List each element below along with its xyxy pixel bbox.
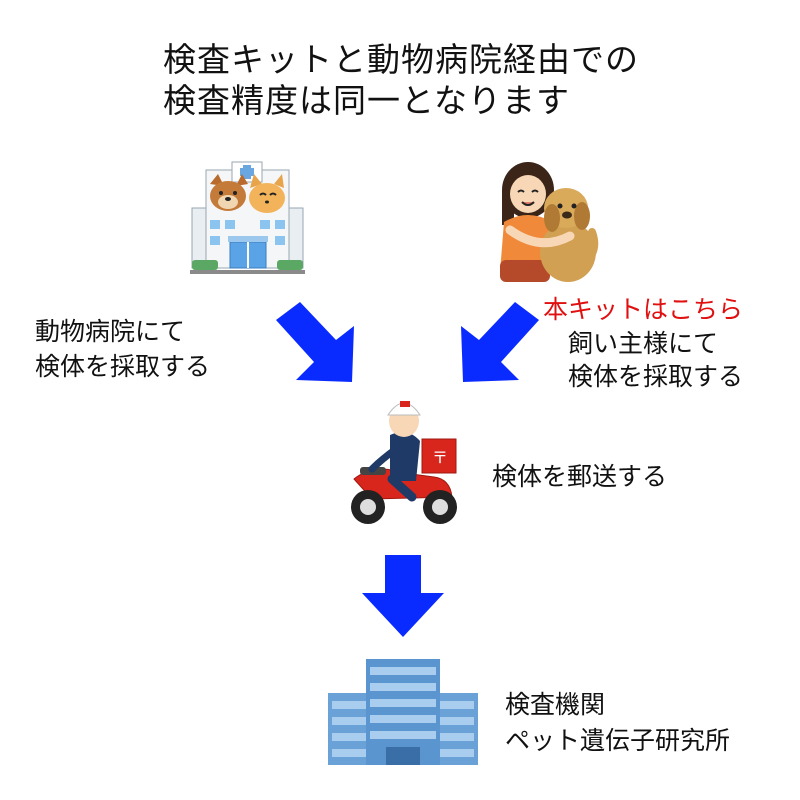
mail-step-label: 検体を郵送する (492, 462, 668, 491)
left-branch-line-1: 動物病院にて (35, 317, 186, 346)
postal-scooter-courier-icon: 〒 (340, 395, 465, 530)
arrow-owner-to-mail (445, 300, 545, 390)
arrow-mail-to-lab (358, 555, 448, 640)
right-branch-line-1: 飼い主様にて (568, 329, 719, 358)
arrow-hospital-to-mail (270, 300, 370, 390)
right-branch-line-2: 検体を採取する (568, 362, 744, 391)
title-line-2: 検査精度は同一となります (163, 81, 571, 120)
title-line-1: 検査キットと動物病院経由での (163, 40, 639, 79)
left-branch-line-2: 検体を採取する (35, 352, 211, 381)
lab-line-2: ペット遺伝子研究所 (505, 726, 731, 755)
animal-hospital-icon (190, 160, 305, 278)
lab-line-1: 検査機関 (505, 690, 606, 719)
kit-highlight-label: 本キットはこちら (543, 295, 744, 324)
svg-text:〒: 〒 (432, 448, 448, 467)
owner-hugging-dog-icon (490, 160, 600, 285)
lab-building-icon (328, 655, 478, 770)
